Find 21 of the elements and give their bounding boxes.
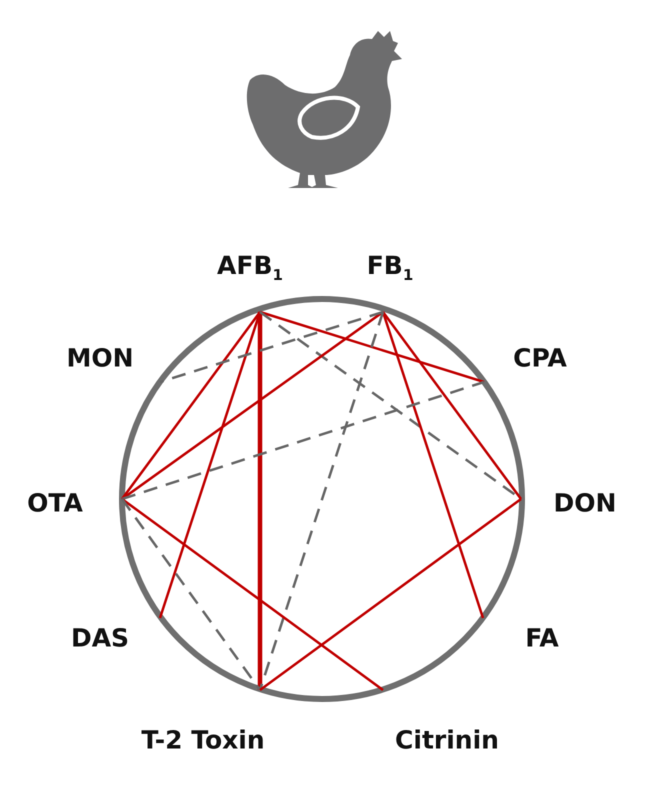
toxin-label: Citrinin xyxy=(395,728,499,752)
dashed-line xyxy=(122,380,484,500)
connector-line xyxy=(259,498,522,691)
toxin-label: OTA xyxy=(27,490,83,516)
toxin-label: DAS xyxy=(70,626,130,650)
connector-line xyxy=(382,312,484,618)
connector-line xyxy=(121,498,384,691)
toxin-label: CPA xyxy=(513,346,567,370)
toxin-label: T-2 Toxin xyxy=(141,728,265,752)
toxin-label: FA xyxy=(525,626,559,650)
toxin-label: AFB$_{1}$ xyxy=(217,253,283,283)
dashed-line xyxy=(160,310,384,384)
dashed-line xyxy=(120,498,262,691)
toxin-label: MON xyxy=(66,346,134,370)
dashed-line xyxy=(258,312,384,690)
connector-line xyxy=(382,311,522,500)
toxin-label: FB$_{1}$ xyxy=(366,253,414,283)
toxin-label: DON xyxy=(554,490,616,516)
connector-line xyxy=(260,310,484,384)
connector-line xyxy=(258,312,262,690)
connector-line xyxy=(121,311,261,500)
